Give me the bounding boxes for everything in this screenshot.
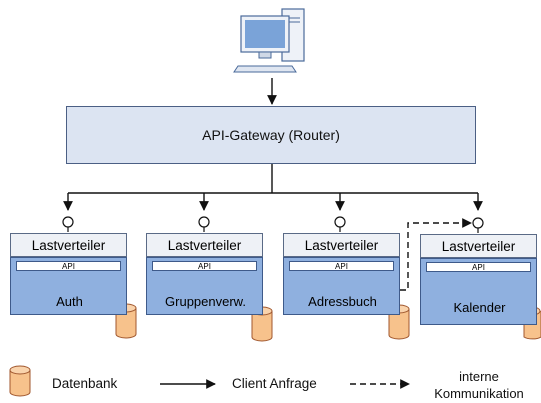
service-body: API Kalender bbox=[420, 258, 537, 325]
service-body: API Auth bbox=[10, 257, 127, 315]
legend-client-request-label: Client Anfrage bbox=[232, 376, 317, 391]
interface-circles bbox=[62, 216, 484, 233]
api-label: API bbox=[289, 261, 394, 271]
service-body: API Gruppenverw. bbox=[146, 257, 263, 315]
service-name: Gruppenverw. bbox=[165, 294, 246, 309]
api-gateway-box bbox=[66, 106, 476, 164]
api-label: API bbox=[16, 261, 121, 271]
legend-database-label: Datenbank bbox=[52, 376, 118, 391]
api-label: API bbox=[426, 262, 531, 272]
interface-circle-gruppenverw bbox=[198, 216, 210, 228]
load-balancer-label: Lastverteiler bbox=[146, 233, 263, 257]
api-label: API bbox=[152, 261, 257, 271]
interface-circle-auth bbox=[62, 216, 74, 228]
load-balancer-label: Lastverteiler bbox=[283, 233, 400, 257]
service-auth: Lastverteiler API Auth bbox=[10, 233, 127, 315]
service-kalender: Lastverteiler API Kalender bbox=[420, 234, 537, 325]
interface-circle-adressbuch bbox=[334, 216, 346, 228]
load-balancer-label: Lastverteiler bbox=[420, 234, 537, 258]
legend-internal-communication-label: interne Kommunikation bbox=[434, 369, 524, 401]
service-adressbuch: Lastverteiler API Adressbuch bbox=[283, 233, 400, 315]
interface-circle-kalender bbox=[472, 217, 484, 229]
api-gateway-label: API-Gateway (Router) bbox=[202, 127, 340, 143]
client-computer-icon bbox=[233, 8, 305, 73]
internal-communication-arrow bbox=[400, 218, 472, 291]
gateway-distribution-lines bbox=[63, 164, 483, 211]
service-name: Auth bbox=[56, 294, 83, 309]
service-name: Kalender bbox=[453, 300, 506, 315]
service-gruppenverw: Lastverteiler API Gruppenverw. bbox=[146, 233, 263, 315]
service-body: API Adressbuch bbox=[283, 257, 400, 315]
service-name: Adressbuch bbox=[308, 294, 377, 309]
legend-database-icon bbox=[9, 365, 31, 397]
load-balancer-label: Lastverteiler bbox=[10, 233, 127, 257]
